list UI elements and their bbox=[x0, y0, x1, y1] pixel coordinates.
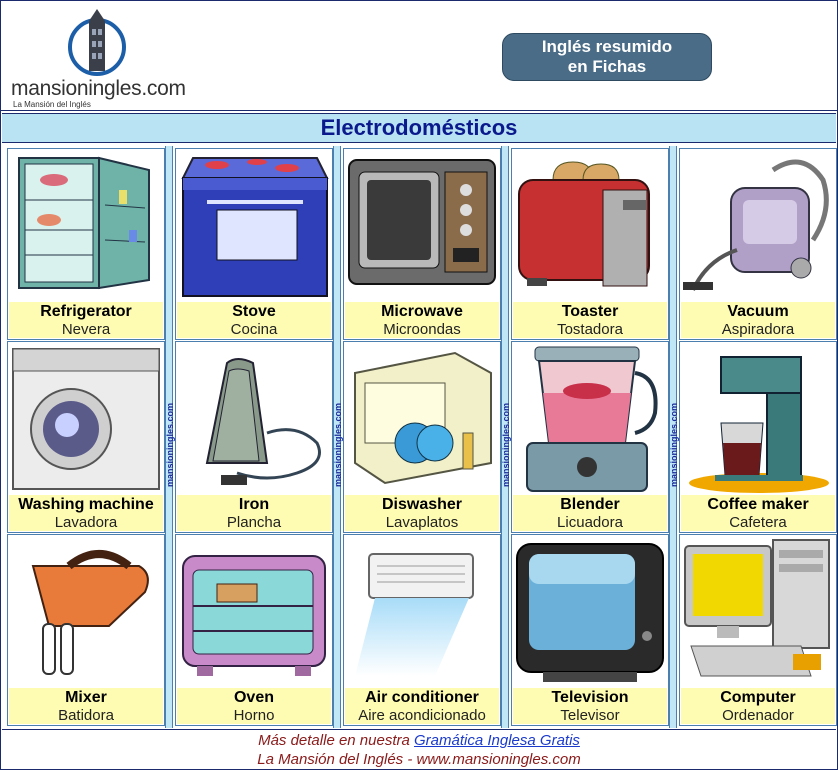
appliance-label: Iron Plancha bbox=[177, 495, 331, 531]
spanish-name: Microondas bbox=[383, 321, 461, 338]
vacuum-icon bbox=[683, 159, 829, 291]
spanish-name: Aspiradora bbox=[721, 321, 795, 338]
refrigerator-icon bbox=[18, 156, 150, 290]
english-name: Mixer bbox=[65, 689, 107, 706]
appliance-card-oven: Oven Horno bbox=[175, 534, 333, 726]
blender-icon bbox=[526, 346, 658, 492]
footer-line1: Más detalle en nuestra Gramática Inglesa… bbox=[2, 731, 836, 750]
english-name: Refrigerator bbox=[40, 303, 132, 320]
appliance-card-stove: Stove Cocina bbox=[175, 148, 333, 340]
column-separator bbox=[501, 146, 509, 728]
appliance-card-washing-machine: Washing machine Lavadora bbox=[7, 341, 165, 533]
spanish-name: Cafetera bbox=[729, 514, 787, 531]
appliance-card-television: Television Televisor bbox=[511, 534, 669, 726]
spanish-name: Horno bbox=[233, 707, 275, 724]
logo-subtitle: La Mansión del Inglés bbox=[13, 100, 91, 109]
spanish-name: Licuadora bbox=[557, 514, 623, 531]
footer: Más detalle en nuestra Gramática Inglesa… bbox=[2, 729, 836, 769]
appliance-label: Washing machine Lavadora bbox=[9, 495, 163, 531]
computer-icon bbox=[684, 539, 830, 677]
pill-line1: Inglés resumido bbox=[541, 37, 673, 56]
appliance-label: Stove Cocina bbox=[177, 302, 331, 338]
coffee-maker-icon bbox=[689, 356, 829, 493]
spanish-name: Lavaplatos bbox=[385, 514, 459, 531]
dishwasher-icon bbox=[354, 351, 492, 485]
watermark: mansioningles.com bbox=[501, 402, 511, 487]
stove-icon bbox=[181, 157, 329, 297]
appliance-card-dishwasher: Diswasher Lavaplatos bbox=[343, 341, 501, 533]
appliance-card-iron: Iron Plancha bbox=[175, 341, 333, 533]
appliance-card-microwave: Microwave Microondas bbox=[343, 148, 501, 340]
oven-icon bbox=[182, 555, 326, 676]
english-name: Stove bbox=[232, 303, 276, 320]
microwave-icon bbox=[348, 159, 496, 285]
appliance-grid: mansioningles.com mansioningles.com mans… bbox=[5, 146, 837, 728]
appliance-card-vacuum: Vacuum Aspiradora bbox=[679, 148, 837, 340]
iron-icon bbox=[205, 358, 321, 485]
appliance-label: Mixer Batidora bbox=[9, 688, 163, 724]
spanish-name: Cocina bbox=[230, 321, 278, 338]
appliance-label: Refrigerator Nevera bbox=[9, 302, 163, 338]
column-separator bbox=[165, 146, 173, 728]
fichas-button[interactable]: Inglés resumido en Fichas bbox=[502, 33, 712, 81]
appliance-card-coffee-maker: Coffee maker Cafetera bbox=[679, 341, 837, 533]
tower-logo-icon bbox=[68, 9, 126, 76]
watermark: mansioningles.com bbox=[165, 402, 175, 487]
spanish-name: Televisor bbox=[560, 707, 620, 724]
column-separator bbox=[333, 146, 341, 728]
appliance-label: Air conditioner Aire acondicionado bbox=[345, 688, 499, 724]
air-conditioner-icon bbox=[355, 553, 474, 676]
spanish-name: Batidora bbox=[58, 707, 114, 724]
appliance-card-computer: Computer Ordenador bbox=[679, 534, 837, 726]
appliance-label: Oven Horno bbox=[177, 688, 331, 724]
english-name: Oven bbox=[233, 689, 274, 706]
appliance-label: Diswasher Lavaplatos bbox=[345, 495, 499, 531]
appliance-label: Coffee maker Cafetera bbox=[681, 495, 835, 531]
appliance-label: Television Televisor bbox=[513, 688, 667, 724]
spanish-name: Lavadora bbox=[54, 514, 118, 531]
english-name: Air conditioner bbox=[365, 689, 479, 706]
toaster-icon bbox=[518, 161, 650, 287]
logo-text: mansioningles.com bbox=[11, 77, 186, 100]
english-name: Washing machine bbox=[18, 496, 154, 513]
header: mansioningles.com La Mansión del Inglés … bbox=[1, 1, 837, 111]
english-name: Coffee maker bbox=[707, 496, 809, 513]
appliance-label: Blender Licuadora bbox=[513, 495, 667, 531]
appliance-card-toaster: Toaster Tostadora bbox=[511, 148, 669, 340]
english-name: Television bbox=[551, 689, 629, 706]
appliance-label: Vacuum Aspiradora bbox=[681, 302, 835, 338]
appliance-label: Microwave Microondas bbox=[345, 302, 499, 338]
footer-line2: La Mansión del Inglés - www.mansioningle… bbox=[257, 751, 581, 768]
washing-machine-icon bbox=[12, 348, 160, 490]
grammar-link[interactable]: Gramática Inglesa Gratis bbox=[414, 732, 580, 749]
english-name: Toaster bbox=[561, 303, 619, 320]
spanish-name: Ordenador bbox=[722, 707, 794, 724]
watermark: mansioningles.com bbox=[333, 402, 343, 487]
mixer-icon bbox=[31, 550, 149, 675]
site-logo[interactable]: mansioningles.com La Mansión del Inglés bbox=[7, 7, 207, 109]
appliance-card-blender: Blender Licuadora bbox=[511, 341, 669, 533]
appliance-label: Toaster Tostadora bbox=[513, 302, 667, 338]
english-name: Blender bbox=[560, 496, 620, 513]
column-separator bbox=[669, 146, 677, 728]
english-name: Vacuum bbox=[727, 303, 789, 320]
english-name: Microwave bbox=[381, 303, 463, 320]
english-name: Iron bbox=[238, 496, 270, 513]
page-title: Electrodomésticos bbox=[2, 113, 836, 143]
spanish-name: Tostadora bbox=[557, 321, 623, 338]
footer-prefix: Más detalle en nuestra bbox=[258, 732, 415, 749]
spanish-name: Plancha bbox=[226, 514, 282, 531]
appliance-card-mixer: Mixer Batidora bbox=[7, 534, 165, 726]
watermark: mansioningles.com bbox=[669, 402, 679, 487]
english-name: Diswasher bbox=[381, 496, 463, 513]
spanish-name: Nevera bbox=[61, 321, 111, 338]
appliance-label: Computer Ordenador bbox=[681, 688, 835, 724]
pill-line2: en Fichas bbox=[567, 57, 647, 76]
appliance-card-air-conditioner: Air conditioner Aire acondicionado bbox=[343, 534, 501, 726]
television-icon bbox=[516, 543, 664, 682]
english-name: Computer bbox=[720, 689, 796, 706]
appliance-card-refrigerator: Refrigerator Nevera bbox=[7, 148, 165, 340]
spanish-name: Aire acondicionado bbox=[358, 707, 486, 724]
